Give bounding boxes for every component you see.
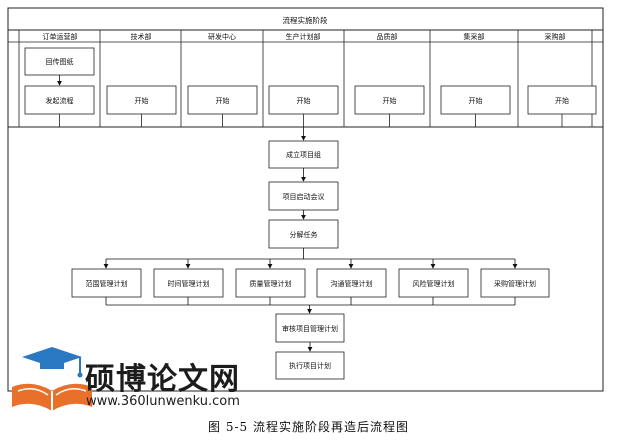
dept-rd: 研发中心	[208, 32, 236, 41]
stage-title: 流程实施阶段	[283, 15, 328, 25]
start-central-purchase: 开始	[469, 96, 483, 105]
plan-procurement: 采购管理计划	[494, 279, 536, 288]
plan-communication: 沟通管理计划	[331, 279, 373, 288]
plan-time: 时间管理计划	[168, 279, 210, 288]
dept-tech: 技术部	[131, 32, 152, 41]
dept-order: 订单运营部	[43, 32, 78, 41]
step-initiate-process-label: 发起流程	[46, 96, 74, 105]
start-rd: 开始	[216, 96, 230, 105]
plan-merge-connectors	[105, 297, 516, 314]
start-production: 开始	[297, 96, 311, 105]
plan-quality: 质量管理计划	[250, 279, 292, 288]
watermark-logo-icon	[12, 347, 92, 411]
plan-risk: 风险管理计划	[413, 279, 455, 288]
start-tech: 开始	[135, 96, 149, 105]
step-return-drawing	[24, 47, 95, 76]
dept-quality: 品质部	[377, 32, 398, 41]
step-return-drawing-label: 回传图纸	[46, 57, 74, 66]
department-headers: 订单运营部 技术部 研发中心 生产计划部 品质部 集采部 采购部	[43, 32, 566, 41]
step-form-team	[268, 140, 339, 169]
merge-connectors	[59, 114, 563, 127]
step-review-plan-label: 审核项目管理计划	[282, 324, 338, 333]
start-purchase: 开始	[555, 96, 569, 105]
outer-frame	[7, 7, 604, 392]
start-labels: 开始 开始 开始 开始 开始 开始	[135, 96, 570, 105]
step-execute-plan-label: 执行项目计划	[289, 361, 331, 370]
dept-central-purchase: 集采部	[464, 32, 485, 41]
watermark-title: 硕博论文网	[85, 362, 240, 397]
watermark-url: www.360lunwenku.com	[86, 394, 240, 409]
start-boxes	[106, 85, 597, 115]
start-quality: 开始	[383, 96, 397, 105]
plan-scope: 范围管理计划	[86, 279, 128, 288]
plan-boxes	[71, 268, 550, 298]
plan-labels: 范围管理计划 时间管理计划 质量管理计划 沟通管理计划 风险管理计划 采购管理计…	[86, 279, 537, 288]
step-decompose-tasks-label: 分解任务	[290, 230, 318, 239]
step-kickoff-meeting	[268, 181, 339, 211]
step-kickoff-meeting-label: 项目启动会议	[283, 192, 325, 201]
step-form-team-label: 成立项目组	[286, 150, 321, 159]
dept-purchase: 采购部	[545, 32, 566, 41]
figure-caption: 图 5-5 流程实施阶段再造后流程图	[208, 420, 409, 434]
dept-production: 生产计划部	[286, 32, 321, 41]
split-connectors	[103, 248, 518, 269]
step-review-plan	[275, 313, 345, 343]
step-execute-plan	[275, 351, 345, 380]
